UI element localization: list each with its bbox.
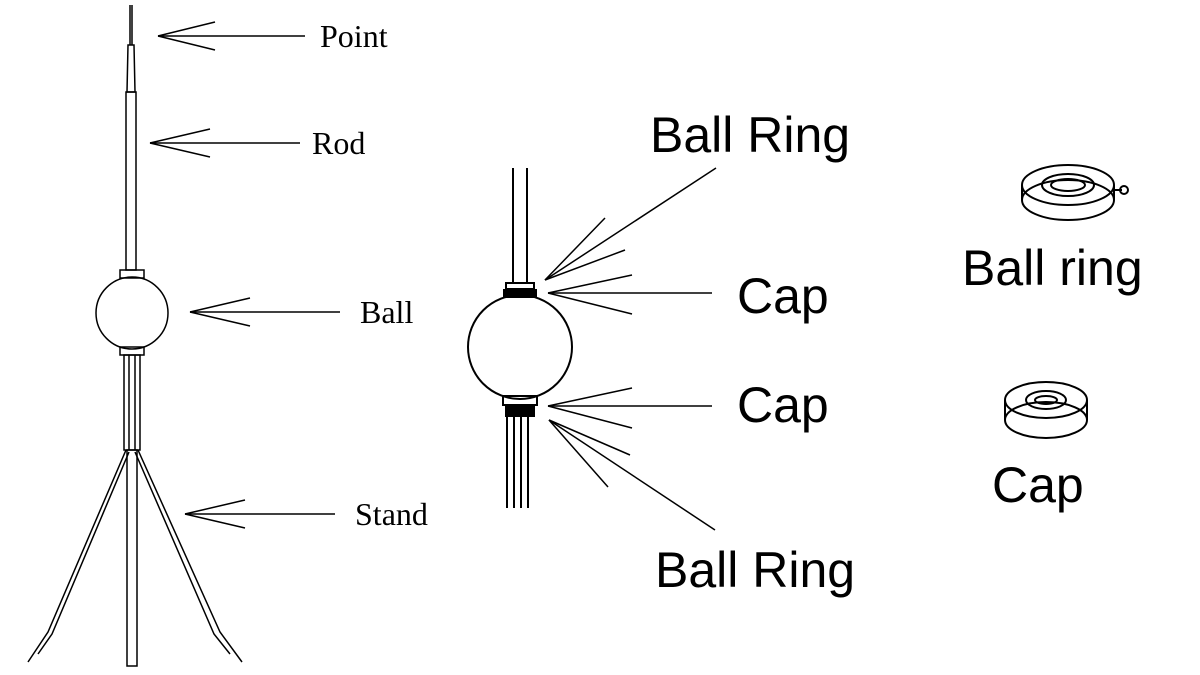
point-taper	[126, 44, 136, 93]
center-post	[126, 449, 138, 667]
upper-ball-ring	[505, 282, 535, 290]
lower-sleeve	[123, 354, 141, 451]
label-rod: Rod	[312, 125, 365, 161]
arrow-ball-ring-bottom	[548, 419, 716, 531]
arrow-stand	[184, 499, 335, 529]
lower-ball-ring	[505, 405, 535, 417]
stand-leg-left	[27, 449, 127, 663]
ball-ring-part	[1021, 164, 1129, 221]
arrow-cap-top	[547, 274, 712, 315]
arrow-ball-ring-top	[544, 167, 717, 281]
detail-ball	[467, 294, 573, 400]
label-ball-ring-bottom: Ball Ring	[655, 542, 855, 598]
ball	[95, 276, 169, 350]
label-cap-bottom: Cap	[737, 377, 829, 433]
upper-collar	[119, 269, 145, 279]
label-ball: Ball	[360, 294, 413, 330]
label-cap-top: Cap	[737, 268, 829, 324]
label-ball-ring-part: Ball ring	[962, 240, 1143, 296]
label-ball-ring-top: Ball Ring	[650, 107, 850, 163]
cap-part	[1004, 381, 1088, 439]
rod	[125, 91, 137, 271]
ball-detail	[467, 168, 573, 508]
stand-leg-right	[137, 449, 243, 663]
arrow-rod	[149, 128, 300, 158]
label-cap-part: Cap	[992, 457, 1084, 513]
arrow-point	[157, 21, 305, 51]
label-point: Point	[320, 18, 388, 54]
label-stand: Stand	[355, 496, 428, 532]
arrow-ball	[189, 297, 340, 327]
upper-cap	[503, 289, 537, 298]
rod-assembly	[27, 5, 243, 667]
arrow-cap-bottom	[547, 387, 712, 429]
